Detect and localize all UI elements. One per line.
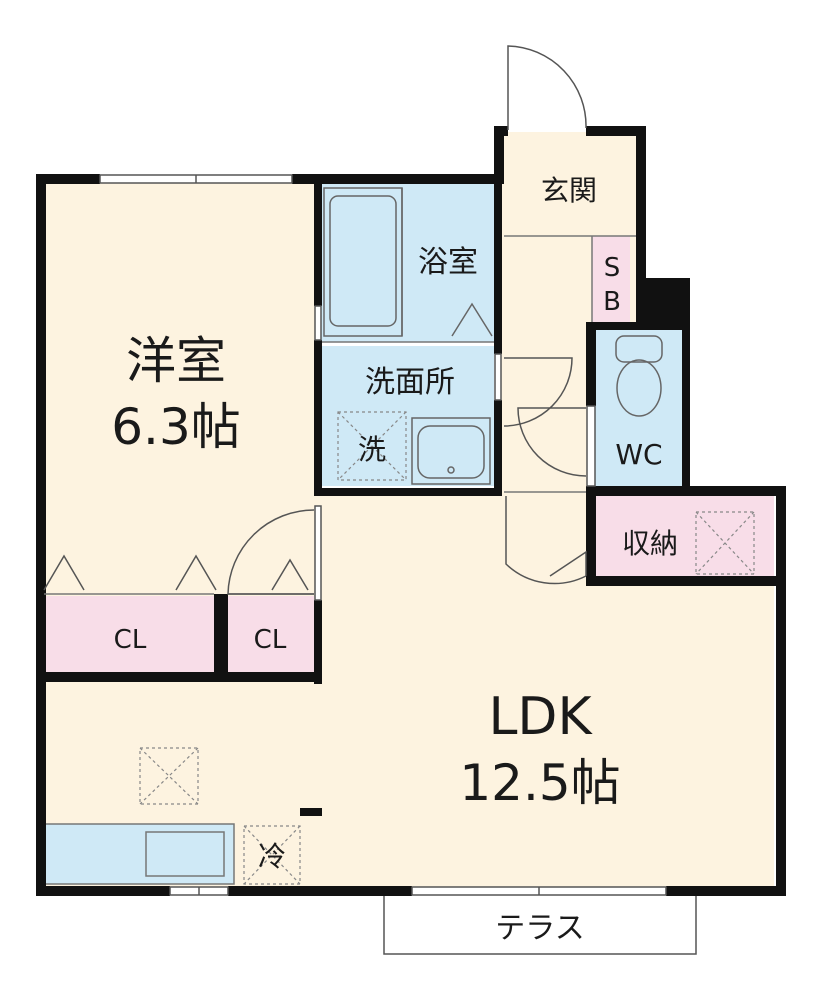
toilet-label: WC [615, 438, 662, 471]
window-storage [586, 405, 596, 487]
walls [36, 126, 786, 896]
entrance-label: 玄関 [541, 174, 597, 207]
fridge-space [243, 825, 301, 885]
windows [99, 174, 667, 896]
doors [227, 45, 587, 595]
toilet-door [517, 407, 587, 477]
sink-basin [145, 831, 225, 877]
closet-folds [43, 550, 587, 591]
terrace-label: テラス [495, 911, 584, 946]
western-room-size: 6.3帖 [111, 398, 241, 456]
closet-small-floor [226, 596, 314, 672]
labels: 洋室 6.3帖 LDK 12.5帖 玄関 S B 浴室 洗面所 洗 WC 収納 … [111, 174, 678, 946]
shoebox-label-b: B [603, 287, 621, 317]
ldk-door [505, 496, 587, 585]
kitchen-counter [43, 823, 235, 885]
bathroom-label: 浴室 [418, 245, 478, 280]
washbasin [411, 417, 491, 485]
washroom-floor [320, 346, 494, 486]
window-closet-door [314, 505, 322, 601]
window-western-side [314, 305, 322, 341]
ldk-name: LDK [488, 687, 593, 747]
closet-large-label: CL [114, 625, 147, 655]
fridge-label: 冷 [258, 840, 286, 873]
washroom-label: 洗面所 [365, 365, 455, 400]
washroom-door [503, 357, 573, 427]
partition-lines [44, 235, 636, 595]
storage-label: 収納 [622, 527, 678, 560]
entrance-door [507, 45, 587, 130]
shoebox-floor [592, 236, 630, 322]
window-washroom [494, 353, 502, 401]
washer-label: 洗 [358, 433, 386, 466]
closet-large-floor [44, 596, 216, 672]
washer-space [337, 411, 407, 481]
storage-floor [594, 494, 774, 582]
floor-fills [40, 132, 774, 888]
western-room-name: 洋室 [126, 332, 226, 390]
closet-small-label: CL [254, 625, 287, 655]
toilet-fixture [615, 335, 663, 417]
shoebox-label-s: S [604, 253, 621, 283]
bathroom-floor [320, 182, 498, 342]
terrace-outline [383, 896, 697, 955]
western-door [227, 509, 315, 595]
ldk-size: 12.5帖 [459, 754, 620, 812]
ldk-x-space [139, 747, 199, 805]
appliance-spaces [139, 411, 755, 885]
toilet-floor [594, 330, 682, 488]
bathtub [323, 187, 493, 337]
